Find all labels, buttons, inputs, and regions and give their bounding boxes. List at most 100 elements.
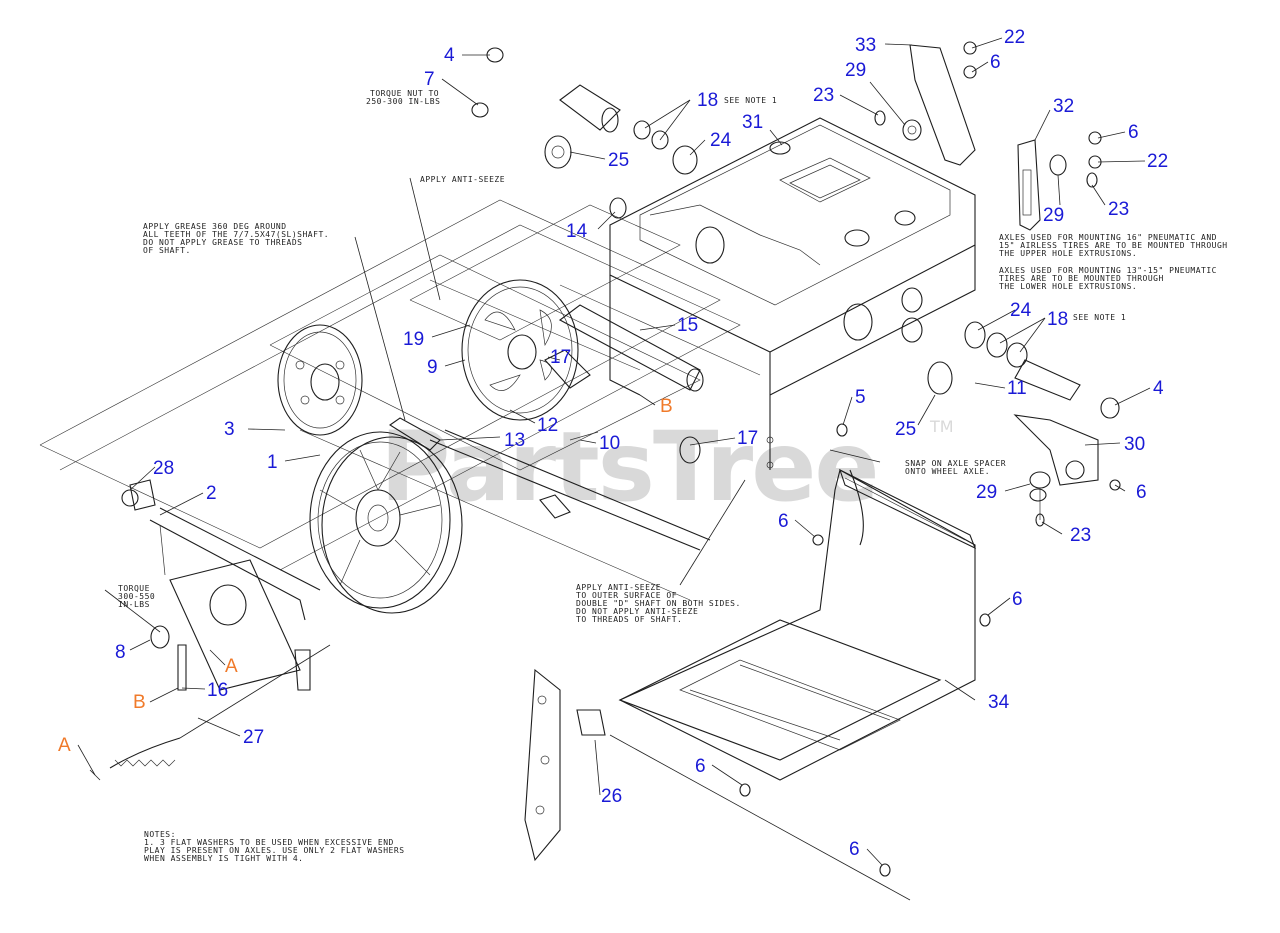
callout-19: 19 [403,329,424,350]
note-footer-2: 1. 3 FLAT WASHERS TO BE USED WHEN EXCESS… [144,838,394,847]
watermark: PartsTree TM [380,411,954,523]
callout-3: 3 [224,419,235,440]
callout-27: 27 [243,727,264,748]
callout-23b: 23 [1108,199,1129,220]
callout-8: 8 [115,642,126,663]
note-torque-axle-2: 250-300 IN-LBS [366,97,440,106]
note-footer-3: PLAY IS PRESENT ON AXLES. USE ONLY 2 FLA… [144,846,405,855]
note-see-note-top: SEE NOTE 1 [724,96,777,105]
gearbox-housing [609,117,976,470]
callout-25b: 25 [895,419,916,440]
note-anti-seize-bottom-1: APPLY ANTI-SEEZE [576,583,661,592]
wheel-1 [309,431,463,614]
callout-6e: 6 [1012,589,1023,610]
note-axles-upper-3: THE UPPER HOLE EXTRUSIONS. [999,249,1137,258]
callout-4b: 4 [1153,378,1164,399]
note-axles-lower-2: TIRES ARE TO BE MOUNTED THROUGH [999,274,1164,283]
callout-9: 9 [427,357,438,378]
callout-15: 15 [677,315,698,336]
note-footer-4: WHEN ASSEMBLY IS TIGHT WITH 4. [144,854,304,863]
right-axle-parts [927,321,1120,419]
callout-10: 10 [599,433,620,454]
note-snap-1: SNAP ON AXLE SPACER [905,459,1006,468]
note-axles-upper-2: 15" AIRLESS TIRES ARE TO BE MOUNTED THRO… [999,241,1228,250]
callout-18: 18 [697,90,718,111]
plate-2 [129,479,321,691]
callout-24b: 24 [1010,300,1032,321]
callout-17: 17 [550,347,571,368]
callout-23: 23 [813,85,834,106]
callout-22b: 22 [1147,151,1168,172]
bracket-33 [902,44,976,166]
callout-33: 33 [855,35,876,56]
callout-6b: 6 [1128,122,1139,143]
callout-32: 32 [1053,96,1074,117]
ref-a-plate: A [225,656,238,677]
note-grease-1: APPLY GREASE 360 DEG AROUND [143,222,287,231]
note-axles-upper-1: AXLES USED FOR MOUNTING 16" PNEUMATIC AN… [999,233,1217,242]
note-grease-4: OF SHAFT. [143,246,191,255]
ref-b-top: B [660,396,673,417]
callout-26: 26 [601,786,622,807]
cable-27 [89,644,331,781]
note-anti-seize-bottom-5: TO THREADS OF SHAFT. [576,615,682,624]
bracket-30 [1013,414,1099,520]
callout-7: 7 [424,69,435,90]
note-anti-seize-bottom-2: TO OUTER SURFACE OF [576,591,677,600]
note-torque-axle-1: TORQUE NUT TO [370,89,439,98]
callout-4: 4 [444,45,455,66]
callout-31: 31 [742,112,763,133]
note-footer-1: NOTES: [144,830,176,839]
watermark-text: PartsTree [380,411,877,523]
reference-labels: B A B A [58,396,673,756]
bracket-26 [524,668,911,901]
callout-29b: 29 [1043,205,1064,226]
callout-29: 29 [845,60,866,81]
pulley-3 [277,324,441,451]
note-torque-plate-1: TORQUE [118,584,150,593]
callout-11: 11 [1007,378,1027,399]
note-snap-2: ONTO WHEEL AXLE. [905,467,990,476]
callout-labels: 4 7 18 24 25 31 29 23 33 22 6 32 6 22 29… [115,27,1168,860]
callout-2: 2 [206,483,217,504]
note-anti-seize-bottom-4: DO NOT APPLY ANTI-SEEZE [576,607,698,616]
callout-6g: 6 [849,839,860,860]
skid-plate-34 [618,468,977,781]
callout-16: 16 [207,680,228,701]
assembly-guides [39,199,761,601]
callout-25: 25 [608,150,629,171]
small-hardware [121,41,1121,877]
callout-23c: 23 [1070,525,1091,546]
callout-6d: 6 [778,511,789,532]
callout-24: 24 [710,130,732,151]
bolt-8 [150,625,187,691]
callout-29c: 29 [976,482,997,503]
callout-14: 14 [566,221,588,242]
callout-6: 6 [990,52,1001,73]
callout-1: 1 [267,452,278,473]
callout-34: 34 [988,692,1010,713]
note-axles-lower-3: THE LOWER HOLE EXTRUSIONS. [999,282,1137,291]
note-axles-lower-1: AXLES USED FOR MOUNTING 13"-15" PNEUMATI… [999,266,1217,275]
note-grease-2: ALL TEETH OF THE 7/7.5X47(SL)SHAFT. [143,230,329,239]
callout-17b: 17 [737,428,758,449]
shaft-12 [429,429,711,551]
watermark-tm: TM [929,417,954,436]
callout-30: 30 [1124,434,1145,455]
note-see-note-right: SEE NOTE 1 [1073,313,1126,322]
tube-15 [558,304,704,392]
note-grease-3: DO NOT APPLY GREASE TO THREADS [143,238,303,247]
note-torque-plate-2: 300-550 [118,592,155,601]
gear-9 [461,279,591,421]
ref-b-bottom: B [133,692,146,713]
diagram-notes: TORQUE NUT TO 250-300 IN-LBS SEE NOTE 1 … [118,89,1228,863]
callout-18b: 18 [1047,309,1068,330]
note-anti-seize-top: APPLY ANTI-SEEZE [420,175,505,184]
callout-12: 12 [537,415,558,436]
ref-a-cable: A [58,735,71,756]
callout-22: 22 [1004,27,1025,48]
callout-28: 28 [153,458,174,479]
callout-5: 5 [855,387,866,408]
note-torque-plate-3: IN-LBS [118,600,150,609]
